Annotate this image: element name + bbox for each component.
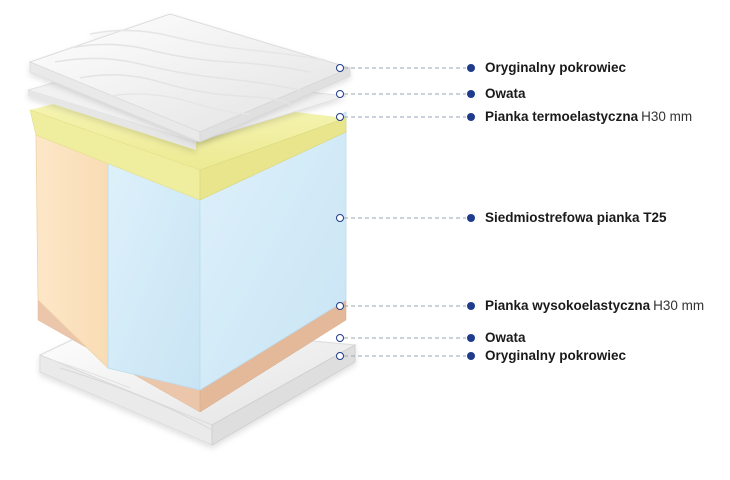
label-dot-bottom-cover [467, 352, 475, 360]
label-dot-top-wadding [467, 90, 475, 98]
layer-name: Pianka wysokoelastyczna [485, 298, 651, 313]
label-dot-top-cover [467, 64, 475, 72]
anchor-ring-top-wadding [336, 90, 344, 98]
layer-label-top-cover: Oryginalny pokrowiec [485, 60, 626, 76]
leader-lines [336, 64, 475, 360]
label-dot-bottom-wadding [467, 334, 475, 342]
layer-name: Siedmiostrefowa pianka T25 [485, 210, 667, 225]
label-dot-thermo-foam [467, 113, 475, 121]
anchor-ring-seven-zone [336, 214, 344, 222]
layer-label-top-wadding: Owata [485, 86, 526, 102]
layer-label-bottom-cover: Oryginalny pokrowiec [485, 348, 626, 364]
label-dot-high-elastic [467, 302, 475, 310]
anchor-ring-bottom-cover [336, 352, 344, 360]
anchor-ring-thermo-foam [336, 113, 344, 121]
layer-thickness: H30 mm [653, 298, 705, 313]
layer-name: Oryginalny pokrowiec [485, 348, 627, 363]
anchor-ring-bottom-wadding [336, 334, 344, 342]
anchor-ring-high-elastic [336, 302, 344, 310]
layer-name: Pianka termoelastyczna [485, 109, 639, 124]
layer-name: Owata [485, 86, 526, 101]
layer-thickness: H30 mm [641, 109, 693, 124]
layer-label-bottom-wadding: Owata [485, 330, 526, 346]
layer-name: Owata [485, 330, 526, 345]
layer-name: Oryginalny pokrowiec [485, 60, 627, 75]
label-dot-seven-zone [467, 214, 475, 222]
layer-label-seven-zone: Siedmiostrefowa pianka T25 [485, 210, 667, 226]
anchor-ring-top-cover [336, 64, 344, 72]
top-cover-layer [28, 13, 352, 143]
